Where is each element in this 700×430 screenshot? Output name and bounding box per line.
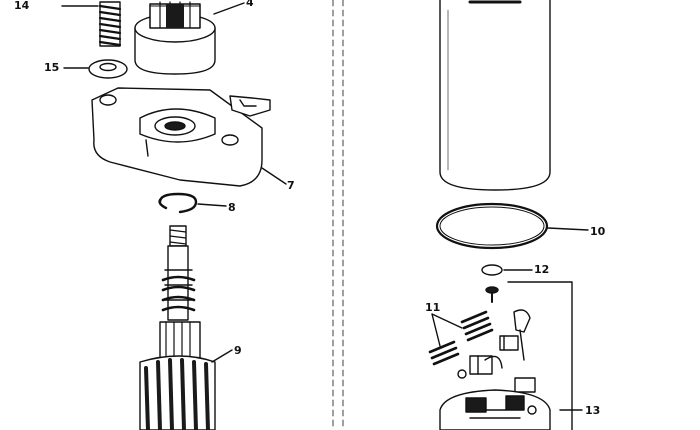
leader-line-4 <box>213 2 245 15</box>
callout-12: 12 <box>534 263 550 276</box>
washer-part <box>88 59 128 79</box>
callout-13: 13 <box>585 404 601 417</box>
end-cap-bracket-part <box>91 87 271 187</box>
leader-line-11 <box>431 313 463 347</box>
brush-holder-plate-part <box>439 369 551 430</box>
callout-8: 8 <box>228 201 236 214</box>
o-ring-part <box>435 202 549 250</box>
motor-housing-part <box>439 0 551 191</box>
leader-line-8 <box>197 203 227 207</box>
threaded-shaft-part <box>98 1 122 47</box>
callout-9: 9 <box>234 344 242 357</box>
leader-line-9 <box>211 349 233 363</box>
callout-10: 10 <box>590 225 606 238</box>
pinion-gear-part <box>134 1 216 75</box>
armature-part <box>139 225 216 430</box>
brushes-part <box>469 309 536 393</box>
small-washer-part <box>481 264 503 276</box>
callout-14: 14 <box>14 0 30 12</box>
leader-line-7 <box>261 167 287 185</box>
leader-line-10 <box>547 227 589 231</box>
callout-7: 7 <box>287 179 295 192</box>
callout-11: 11 <box>425 301 441 314</box>
callout-15: 15 <box>44 61 60 74</box>
leader-line-13 <box>507 281 583 430</box>
retaining-ring-part <box>158 192 198 214</box>
callout-4: 4 <box>246 0 254 9</box>
brush-springs-part <box>428 310 494 366</box>
brush-holder-screw <box>485 286 499 303</box>
